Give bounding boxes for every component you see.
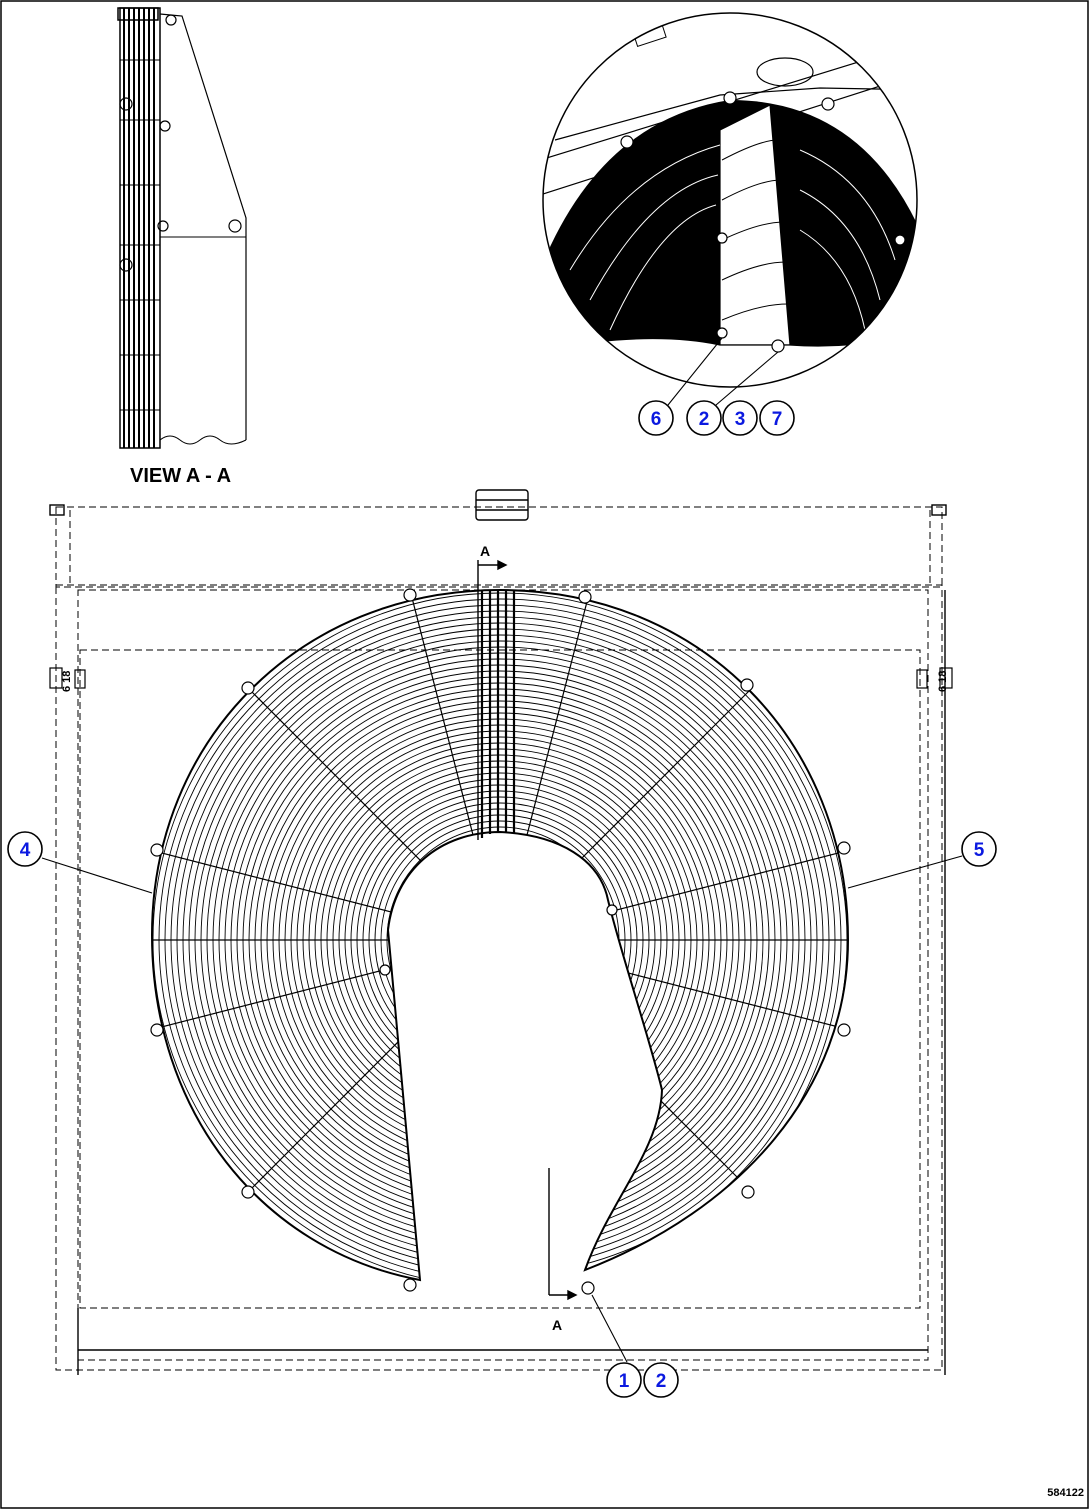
svg-text:3: 3 [735, 409, 746, 430]
callout-4: 4 [7, 831, 43, 867]
side-mark-right: 6 18 [916, 667, 953, 692]
section-cut-line [477, 559, 578, 1301]
svg-text:6 18: 6 18 [937, 671, 949, 692]
svg-text:6 18: 6 18 [61, 671, 73, 692]
svg-text:2: 2 [699, 409, 710, 430]
callout-7: 7 [759, 400, 795, 436]
callout-6: 6 [638, 400, 674, 436]
frame-solid-edges [49, 489, 947, 1375]
section-marker-bottom: A [552, 1317, 562, 1333]
drawing-number: 584122 [1047, 1487, 1084, 1499]
side-mark-left: 6 18 [49, 667, 86, 692]
view-a-a-label: VIEW A - A [130, 465, 231, 487]
svg-text:7: 7 [772, 409, 783, 430]
detail-leaders [667, 337, 779, 406]
callout-1: 1 [606, 1362, 642, 1398]
main-leaders [41, 855, 963, 1363]
svg-text:6: 6 [651, 409, 662, 430]
callout-5: 5 [961, 831, 997, 867]
section-marker-top: A [480, 543, 490, 559]
fan-guard [150, 588, 851, 1295]
callout-3: 3 [722, 400, 758, 436]
view-a-a-section [117, 7, 247, 449]
svg-text:2: 2 [656, 1371, 667, 1392]
svg-text:4: 4 [20, 840, 31, 861]
svg-text:5: 5 [974, 840, 985, 861]
svg-text:1: 1 [619, 1371, 630, 1392]
callout-2-main: 2 [643, 1362, 679, 1398]
callout-2-detail: 2 [686, 400, 722, 436]
detail-view-circle [542, 12, 918, 388]
